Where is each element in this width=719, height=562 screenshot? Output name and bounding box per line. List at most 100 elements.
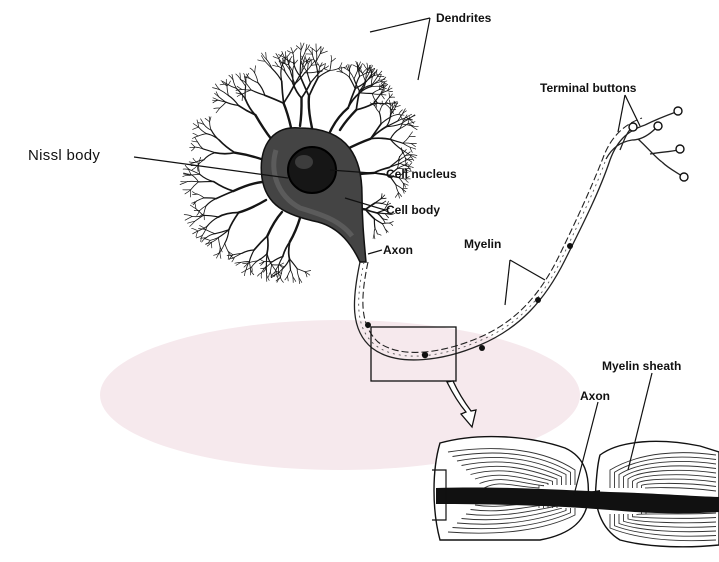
dendrite-branch [241, 262, 250, 263]
dendrite-branch [260, 259, 265, 262]
dendrite-branch [252, 267, 253, 272]
dendrite-branch [297, 269, 305, 272]
dendrite-branch [236, 74, 241, 79]
dendrite-branch [375, 203, 382, 204]
dendrite-branch [281, 67, 282, 81]
dendrite-branch [282, 64, 285, 72]
label-axon: Axon [383, 244, 413, 256]
ranvier-node [567, 243, 573, 249]
dendrite-branch [261, 56, 264, 62]
dendrite-branch [294, 63, 301, 76]
dendrite-branch [200, 174, 214, 181]
dendrite-branch [203, 149, 215, 153]
dendrite-branch [193, 127, 199, 129]
dendrite-branch [379, 106, 382, 113]
dendrite-branch [403, 143, 410, 147]
dendrite-branch [272, 68, 282, 81]
dendrite-branch [206, 199, 216, 206]
dendrite-branch [356, 104, 373, 110]
dendrite-branch [188, 181, 199, 182]
dendrite-branch [286, 53, 291, 58]
dendrite-branch [204, 214, 205, 220]
dendrite-branch [282, 81, 284, 103]
dendrite-branch [385, 229, 386, 233]
dendrite-branch [204, 153, 215, 160]
dendrite-branch [367, 63, 368, 70]
dendrite-branch [191, 175, 198, 182]
dendrite-branch [205, 229, 215, 233]
dendrite-branch [330, 68, 339, 70]
dendrite-branch [385, 103, 393, 104]
dendrite-branch [297, 269, 299, 278]
dendrite-branch [316, 44, 317, 52]
dendrite-branch [185, 190, 191, 194]
dendrite-branch [307, 64, 308, 72]
dendrite-branch [220, 102, 226, 108]
dendrite-branch [379, 113, 381, 124]
label-axon-detail: Axon [580, 390, 610, 402]
dendrite-branch [270, 265, 271, 273]
label-cell-body: Cell body [386, 204, 440, 216]
dendrite-branch [311, 65, 318, 66]
dendrite-branch [375, 228, 377, 234]
dendrite-branch [199, 127, 207, 134]
dendrite-branch [330, 62, 331, 71]
dendrite-branch [290, 218, 300, 242]
dendrite-branch [239, 200, 266, 213]
leader-dendrites [418, 18, 430, 80]
dendrite-branch [203, 215, 218, 217]
leader-myelin [505, 260, 510, 305]
dendrite-branch [303, 66, 307, 72]
dendrite-branch [408, 117, 410, 124]
ranvier-node [535, 297, 541, 303]
dendrite-branch [391, 114, 399, 117]
dendrite-branch [267, 236, 268, 254]
dendrite-branch [324, 69, 330, 71]
dendrite-branch [216, 108, 220, 113]
leader-terminal [618, 95, 625, 132]
dendrite-branch [296, 46, 301, 50]
label-myelin-sheath: Myelin sheath [602, 360, 681, 372]
dendrite-branch [237, 86, 242, 89]
leader-dendrites [370, 18, 430, 32]
node-gap-mark [588, 490, 600, 508]
dendrite-branch [233, 182, 262, 191]
dendrite-branch [305, 72, 316, 73]
dendrite-branch [266, 52, 267, 59]
myelin-sheath-detail [432, 437, 719, 547]
dendrite-branch [388, 91, 393, 92]
dendrite-branch [254, 236, 267, 250]
nucleus-highlight [295, 155, 313, 169]
dendrite-branch [205, 118, 210, 122]
dendrite-branch [250, 68, 255, 73]
leader-terminal [625, 95, 640, 126]
nucleus-shape [288, 147, 336, 193]
dendrite-branch [293, 53, 294, 63]
dendrite-branch [214, 182, 234, 192]
dendrite-branch [250, 79, 258, 83]
dendrite-branch [282, 259, 289, 269]
dendrite-branch [219, 140, 235, 153]
dendrite-branch [204, 198, 216, 199]
dendrite-branch [309, 78, 318, 96]
dendrite-branch [235, 153, 264, 160]
dendrite-branch [377, 70, 378, 77]
dendrite-branch [330, 108, 348, 132]
dendrite-branch [183, 175, 190, 176]
dendrite-branch [399, 110, 403, 115]
dendrite-branch [216, 191, 233, 199]
leader-axon [368, 250, 382, 254]
dendrite-branch [243, 90, 252, 94]
dendrite-branch [192, 228, 199, 231]
dendrite-branch [295, 60, 298, 64]
dendrite-branch [300, 98, 302, 126]
dendrite-branch [360, 93, 373, 94]
dendrite-branch [190, 205, 196, 209]
ranvier-node [479, 345, 485, 351]
dendrite-branch [238, 105, 255, 115]
dendrite-branch [379, 79, 385, 80]
dendrite-branch [301, 51, 306, 60]
dendrite-branch [389, 221, 393, 223]
dendrite-branch [374, 219, 382, 224]
dendrite-branch [266, 254, 267, 266]
